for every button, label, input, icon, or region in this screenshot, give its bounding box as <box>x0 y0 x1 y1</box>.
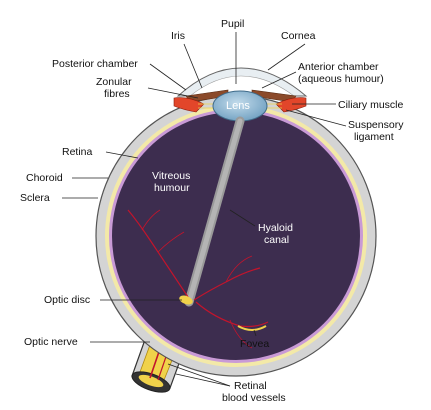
label-ciliary-muscle: Ciliary muscle <box>338 99 404 111</box>
label-hyaloid: Hyaloid <box>258 222 294 234</box>
label-vitreous: Vitreous <box>152 170 191 182</box>
label-suspensory: Suspensory <box>348 119 404 131</box>
label-anterior-chamber-aqueous: (aqueous humour) <box>298 73 384 85</box>
vitreous-humour <box>112 112 360 360</box>
label-retinal: Retinal <box>234 380 267 392</box>
label-humour: humour <box>154 182 190 194</box>
label-fibres: fibres <box>104 88 130 100</box>
label-zonular: Zonular <box>96 76 132 88</box>
label-optic-nerve: Optic nerve <box>24 336 78 348</box>
label-posterior-chamber: Posterior chamber <box>52 58 138 70</box>
label-retina: Retina <box>62 146 93 158</box>
zonular-fibres <box>198 103 282 109</box>
label-canal: canal <box>264 234 290 246</box>
cornea <box>176 67 308 97</box>
optic-disc <box>179 295 193 305</box>
fovea <box>237 325 267 331</box>
label-pupil: Pupil <box>221 18 245 30</box>
leader-lines <box>62 32 347 387</box>
label-lens: Lens <box>226 100 250 112</box>
label-blood-vessels: blood vessels <box>222 392 286 404</box>
label-iris: Iris <box>171 30 185 42</box>
label-optic-disc: Optic disc <box>44 294 91 306</box>
ciliary-muscle <box>173 97 307 113</box>
hyaloid-canal <box>184 116 245 307</box>
label-cornea: Cornea <box>281 30 316 42</box>
label-anterior-chamber: Anterior chamber <box>298 61 379 73</box>
label-fovea: Fovea <box>240 338 270 350</box>
label-ligament: ligament <box>354 131 394 143</box>
label-choroid: Choroid <box>26 172 63 184</box>
label-sclera: Sclera <box>20 192 50 204</box>
